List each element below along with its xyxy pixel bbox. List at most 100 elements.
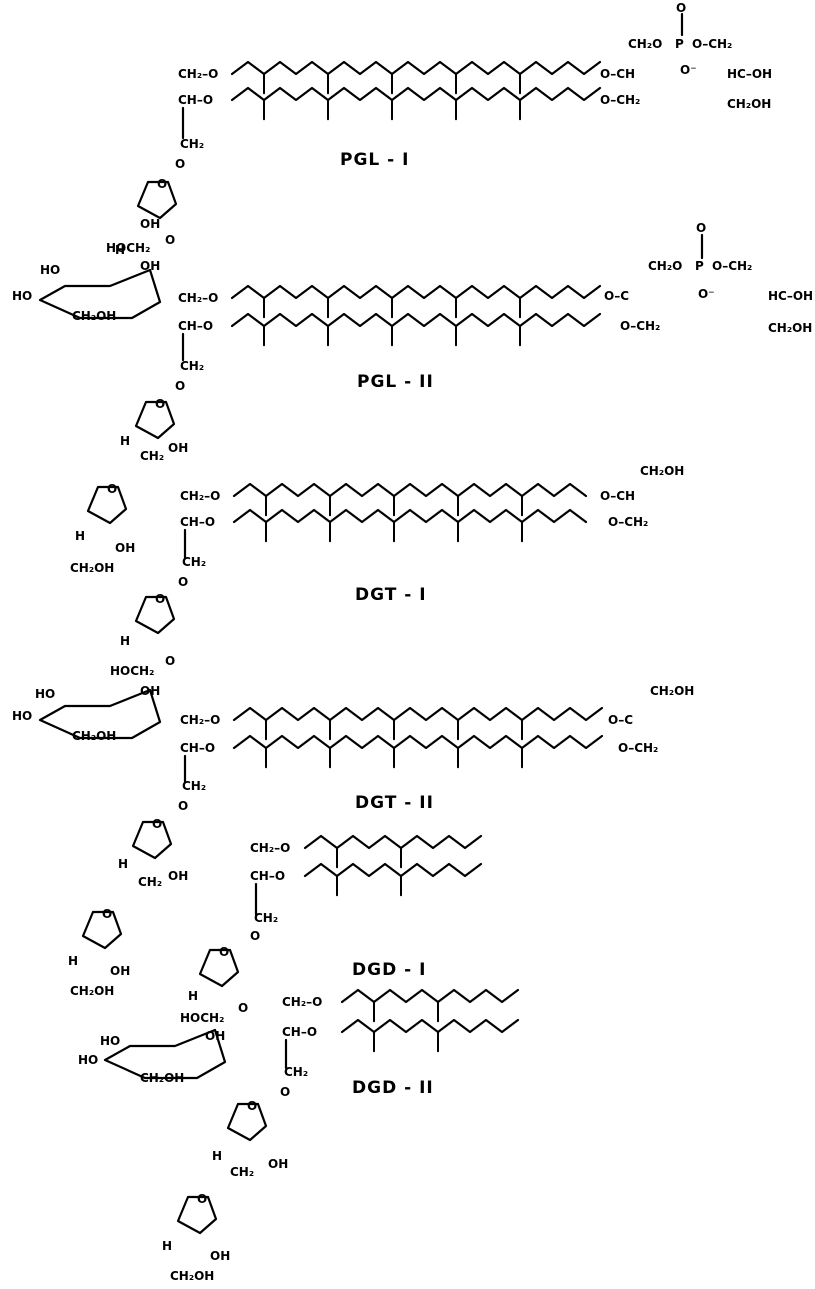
pgl1-o-minus: O⁻ <box>680 63 697 77</box>
dgt1-ho: HO <box>35 687 55 701</box>
sugar-rings <box>38 180 268 1235</box>
dgt2-o-link: O <box>178 799 188 813</box>
dgt2-ch2oh2: CH₂OH <box>70 984 114 998</box>
pgl2-ch2oh2: CH₂OH <box>70 561 114 575</box>
pgl1-o-ch2-b: O–CH₂ <box>692 37 732 51</box>
pgl1-ch2o: CH₂–O <box>178 67 218 81</box>
ring-oxygen: O <box>155 397 165 411</box>
dgt1-o-ch: O–CH <box>600 489 635 503</box>
pgl1-furanose <box>136 180 178 220</box>
dgt1-o-link2: O <box>165 654 175 668</box>
dgd1-ho2: HO <box>78 1053 98 1067</box>
pgl1-o-ch2: O–CH₂ <box>600 93 640 107</box>
dgt2-o-ch2: O–CH₂ <box>618 741 658 755</box>
dgt2-ch2o: CH₂–O <box>180 713 220 727</box>
pgl1-chain-b <box>230 86 602 102</box>
pgl2-o-link: O <box>175 379 185 393</box>
dgd1-o-link2: O <box>238 1001 248 1015</box>
dgt1-o-ch2: O–CH₂ <box>608 515 648 529</box>
dgd1-hoch2: HOCH₂ <box>180 1011 224 1025</box>
pgl2-o-c: O–C <box>604 289 629 303</box>
pgl2-ch: CH–O <box>178 319 213 333</box>
dgd1-o-link: O <box>250 929 260 943</box>
ring-oxygen: O <box>197 1192 207 1206</box>
dgd1-h: H <box>188 989 198 1003</box>
dgt2-o-c: O–C <box>608 713 633 727</box>
pgl2-o-ch2: O–CH₂ <box>620 319 660 333</box>
dgd2-chain-a <box>340 988 520 1004</box>
dgd1-ho: HO <box>100 1034 120 1048</box>
pgl2-furanose-2 <box>86 485 128 525</box>
compound-label-dgd-1: DGD - I <box>352 960 426 980</box>
pgl2-ch2o: CH₂–O <box>178 291 218 305</box>
dgt2-ch2: CH₂ <box>182 779 206 793</box>
pgl1-chain-a <box>230 60 602 76</box>
compound-label-dgt-1: DGT - I <box>355 585 427 605</box>
dgd2-h2: H <box>162 1239 172 1253</box>
pgl2-p-oxo: O <box>696 221 706 235</box>
dgt1-chain-a <box>232 482 588 498</box>
pgl1-ch2o-p: CH₂O <box>628 37 662 51</box>
ring-oxygen: O <box>155 592 165 606</box>
pgl1-ho2: HO <box>12 289 32 303</box>
dgd1-chain-b <box>303 862 483 878</box>
pgl1-hoch2: HOCH₂ <box>106 241 150 255</box>
dgd1-pyranose <box>103 1028 227 1080</box>
pgl1-p: P <box>675 37 684 51</box>
dgd1-ch2o: CH₂–O <box>250 841 290 855</box>
dgt1-ho2: HO <box>12 709 32 723</box>
dgt2-furanose-1 <box>131 820 173 860</box>
compound-label-dgd-2: DGD - II <box>352 1078 434 1098</box>
pgl1-ch2: CH₂ <box>180 137 204 151</box>
pgl1-oh2: OH <box>140 259 160 273</box>
pgl1-hc-oh: HC–OH <box>727 67 772 81</box>
pgl1-ho: HO <box>40 263 60 277</box>
pgl2-h: H <box>120 434 130 448</box>
ring-oxygen: O <box>247 1099 257 1113</box>
dgt1-hoch2: HOCH₂ <box>110 664 154 678</box>
dgd2-ch2: CH₂ <box>284 1065 308 1079</box>
dgt1-ch2oh: CH₂OH <box>640 464 684 478</box>
pgl2-o-minus: O⁻ <box>698 287 715 301</box>
dgt1-ch: CH–O <box>180 515 215 529</box>
pgl1-o-link: O <box>175 157 185 171</box>
dgd2-h: H <box>212 1149 222 1163</box>
pgl1-ch2oh2: CH₂OH <box>72 309 116 323</box>
dgd1-ch2: CH₂ <box>254 911 278 925</box>
dgt2-ch: CH–O <box>180 741 215 755</box>
dgd2-ch2b: CH₂ <box>230 1165 254 1179</box>
pgl2-oh: OH <box>168 441 188 455</box>
compound-label-pgl-1: PGL - I <box>340 150 409 170</box>
dgt2-h: H <box>118 857 128 871</box>
dgt1-ch2o: CH₂–O <box>180 489 220 503</box>
dgt1-pyranose <box>38 688 162 740</box>
compound-label-pgl-2: PGL - II <box>357 372 434 392</box>
dgt2-ch2b: CH₂ <box>138 875 162 889</box>
ring-oxygen: O <box>102 907 112 921</box>
dgt2-chain-b <box>232 734 604 750</box>
pgl2-h2: H <box>75 529 85 543</box>
dgt1-ch2: CH₂ <box>182 555 206 569</box>
compound-label-dgt-2: DGT - II <box>355 793 434 813</box>
dgd1-furanose <box>198 948 240 988</box>
dgt2-h2: H <box>68 954 78 968</box>
dgd1-chain-a <box>303 834 483 850</box>
pgl2-p: P <box>695 259 704 273</box>
bonds <box>181 12 704 1070</box>
dgd2-oh: OH <box>268 1157 288 1171</box>
dgt2-chain-a <box>232 706 604 722</box>
pgl1-ch2oh: CH₂OH <box>727 97 771 111</box>
pgl2-ch2oh: CH₂OH <box>768 321 812 335</box>
pgl2-ch2: CH₂ <box>180 359 204 373</box>
pgl2-oh2: OH <box>115 541 135 555</box>
dgt2-oh2: OH <box>110 964 130 978</box>
dgd2-furanose-1 <box>226 1102 268 1142</box>
pgl1-ch: CH–O <box>178 93 213 107</box>
dgd1-ch2oh2: CH₂OH <box>140 1071 184 1085</box>
pgl1-o-ch: O–CH <box>600 67 635 81</box>
dgt1-h: H <box>120 634 130 648</box>
alkyl-chains <box>230 60 604 1053</box>
